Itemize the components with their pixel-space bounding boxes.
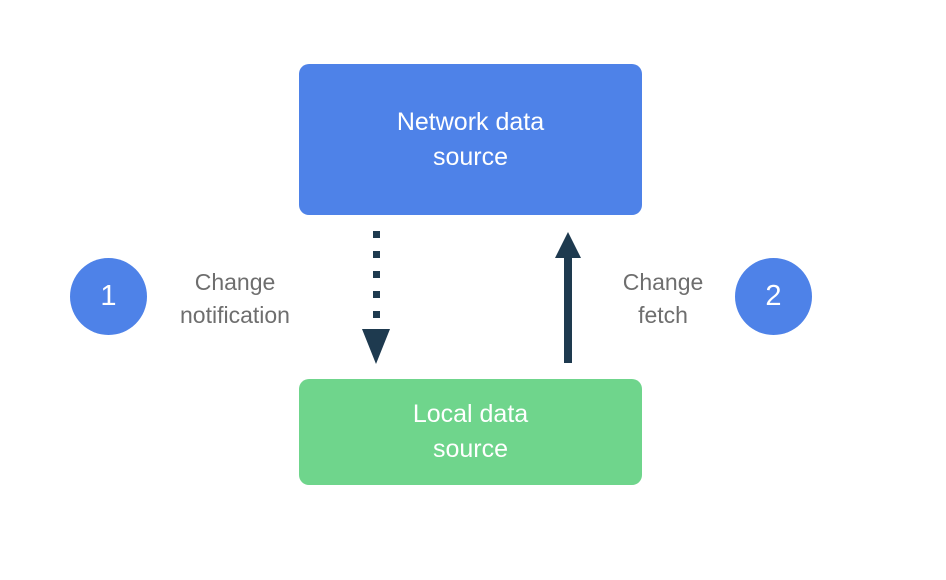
arrow-head-up-icon [555,232,581,258]
step-1-badge: 1 [70,258,147,335]
step-1-label: Change notification [180,269,290,328]
change-fetch-arrow-icon [555,232,581,363]
dotted-arrow-shaft [372,231,380,319]
step-2-label: Change fetch [622,269,704,328]
step-2-badge: 2 [735,258,812,335]
local-data-source-box: Local data source [299,379,642,485]
network-data-source-label: Network data source [396,107,545,171]
local-data-source-label: Local data source [412,400,529,463]
solid-arrow-shaft [564,258,572,363]
arrow-head-down-icon [362,329,390,364]
step-1-number: 1 [100,280,117,312]
change-notification-arrow-icon [362,231,390,365]
step-2-number: 2 [765,280,782,312]
network-data-source-box: Network data source [299,64,642,215]
